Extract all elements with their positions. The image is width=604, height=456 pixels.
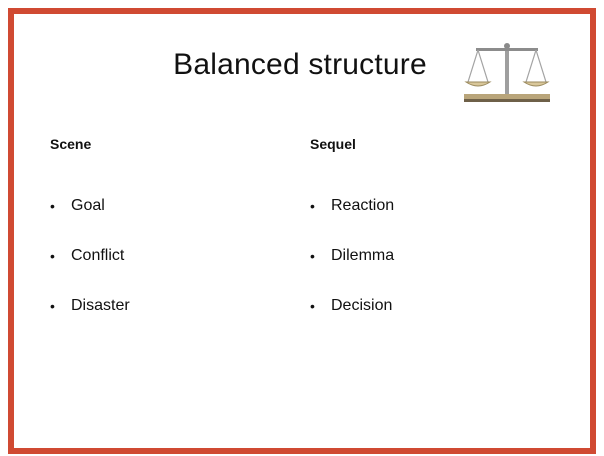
- balance-scale-icon: [464, 43, 550, 102]
- list-item: • Goal: [50, 196, 130, 246]
- slide-title: Balanced structure: [173, 48, 427, 81]
- bullet: •: [310, 248, 315, 264]
- bullet: •: [310, 198, 315, 214]
- list-item: • Dilemma: [310, 246, 394, 296]
- list-item: • Conflict: [50, 246, 130, 296]
- list-item-text: Decision: [331, 297, 393, 314]
- slide-frame: [8, 8, 596, 454]
- list-item-text: Reaction: [331, 197, 395, 214]
- bullet: •: [50, 248, 55, 264]
- list-item-text: Goal: [71, 197, 105, 214]
- bullet: •: [50, 298, 55, 314]
- list-item-text: Conflict: [71, 247, 125, 264]
- sequel-heading: Sequel: [310, 136, 356, 152]
- scene-heading: Scene: [50, 136, 92, 152]
- list-item-text: Disaster: [71, 297, 130, 314]
- list-item: • Reaction: [310, 196, 394, 246]
- list-item: • Disaster: [50, 296, 130, 346]
- bullet: •: [310, 298, 315, 314]
- list-item: • Decision: [310, 296, 394, 346]
- list-item-text: Dilemma: [331, 247, 395, 264]
- scene-list: • Goal • Conflict • Disaster: [50, 196, 130, 346]
- sequel-list: • Reaction • Dilemma • Decision: [310, 196, 394, 346]
- bullet: •: [50, 198, 55, 214]
